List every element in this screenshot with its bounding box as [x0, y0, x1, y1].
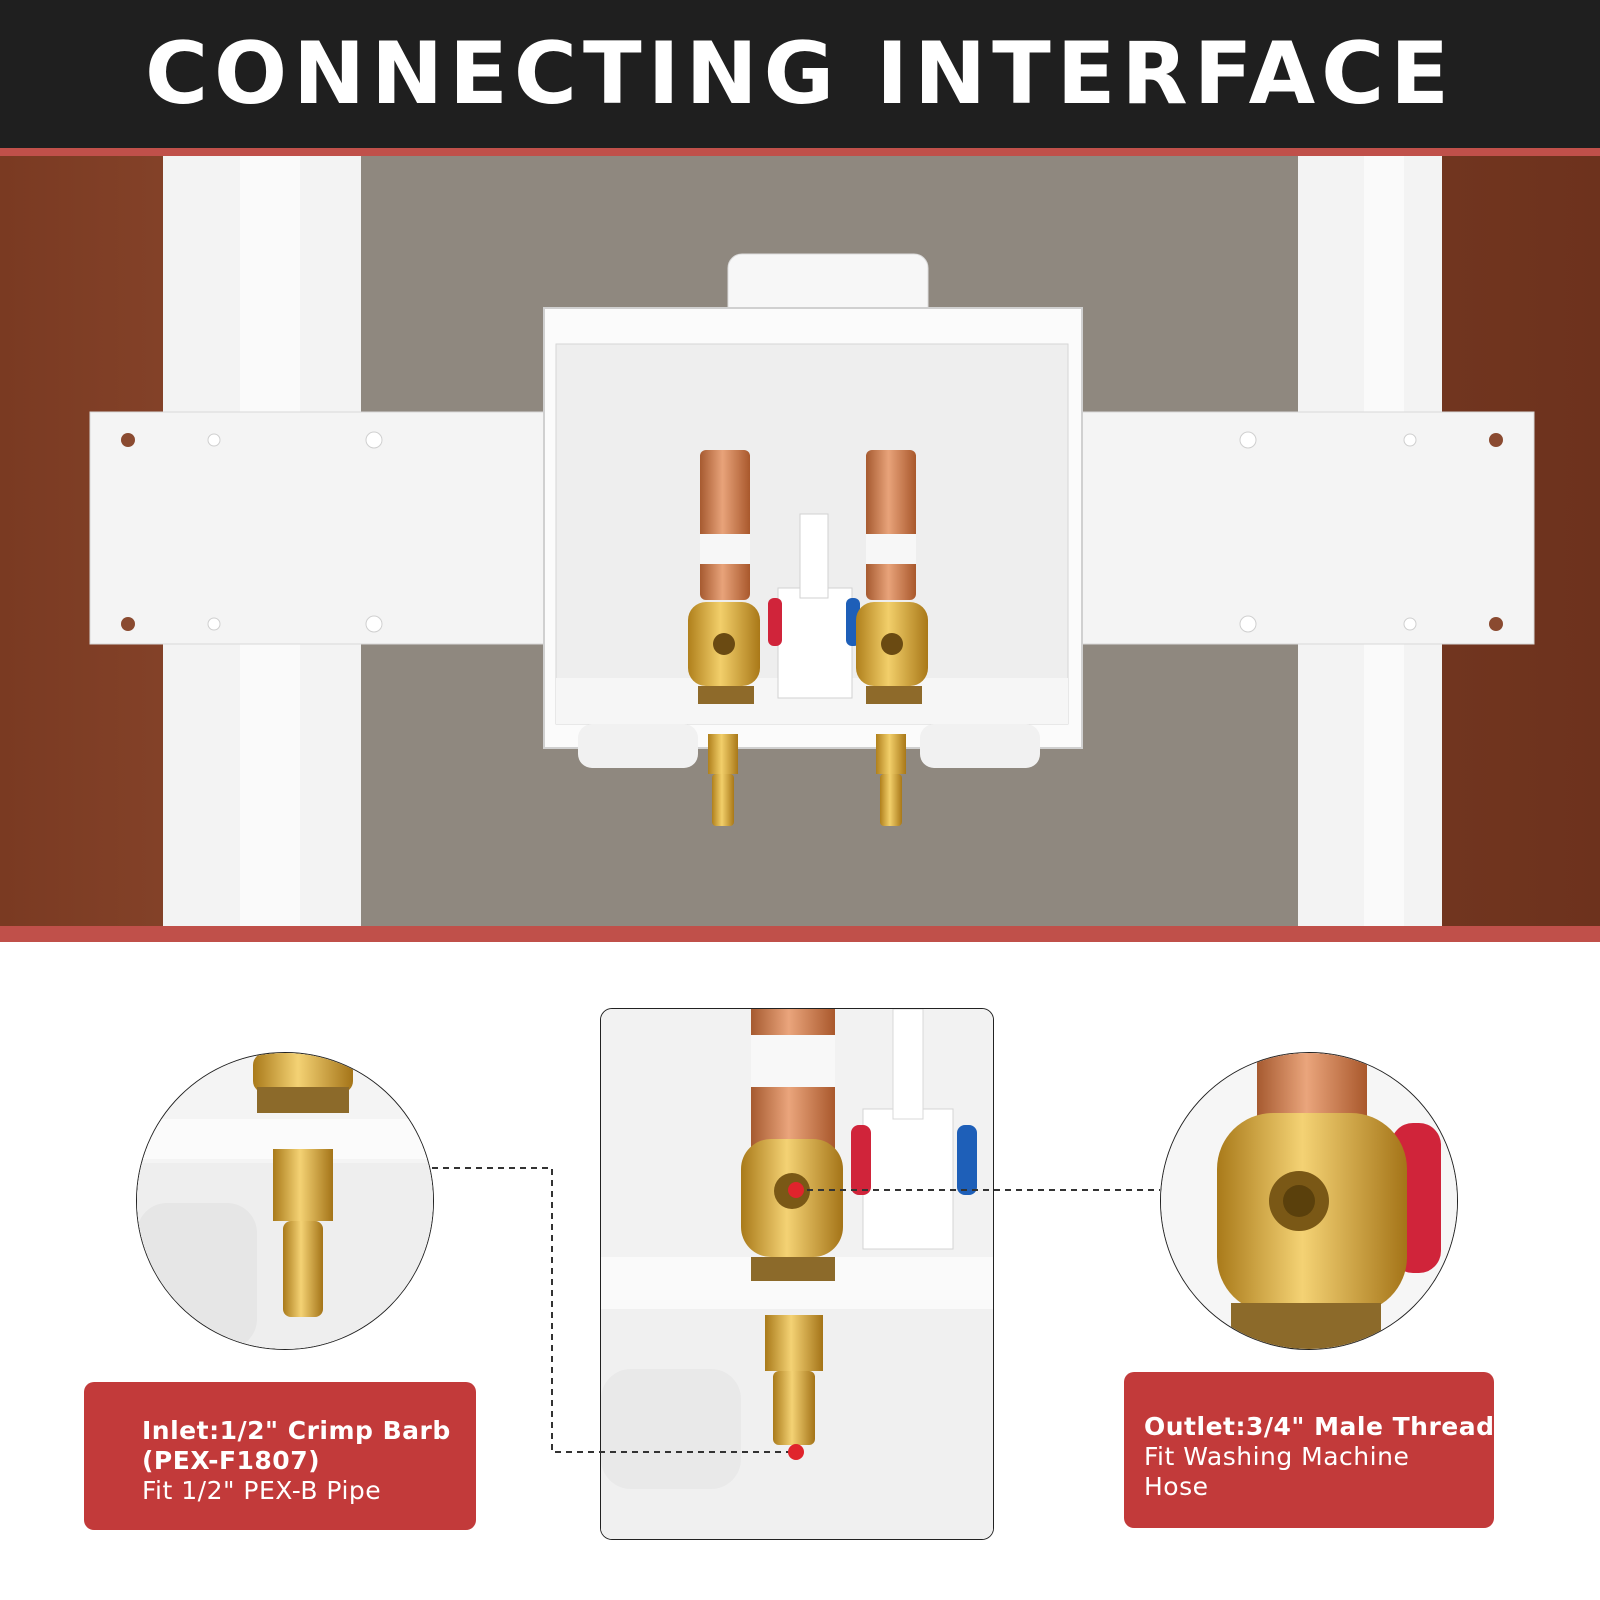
- outlet-label: Outlet:3/4" Male Thread Fit Washing Mach…: [1124, 1372, 1494, 1528]
- inlet-fit: Fit 1/2" PEX-B Pipe: [142, 1476, 382, 1505]
- outlet-title: Outlet:3/4" Male Thread: [1144, 1412, 1495, 1441]
- outlet-fit: Fit Washing Machine: [1144, 1442, 1410, 1471]
- outlet-fit-cont: Hose: [1144, 1472, 1209, 1501]
- inlet-zoom-image: [136, 1052, 434, 1350]
- page-title: CONNECTING INTERFACE: [144, 24, 1456, 124]
- title-banner: CONNECTING INTERFACE: [0, 0, 1600, 148]
- valve-detail-image: [600, 1008, 994, 1540]
- inlet-label: Inlet:1/2" Crimp Barb (PEX-F1807) Fit 1/…: [84, 1382, 476, 1530]
- outlet-zoom-image: [1160, 1052, 1458, 1350]
- inlet-model: (PEX-F1807): [142, 1446, 321, 1475]
- inlet-title: Inlet:1/2" Crimp Barb: [142, 1416, 451, 1445]
- product-hero-image: [0, 148, 1600, 942]
